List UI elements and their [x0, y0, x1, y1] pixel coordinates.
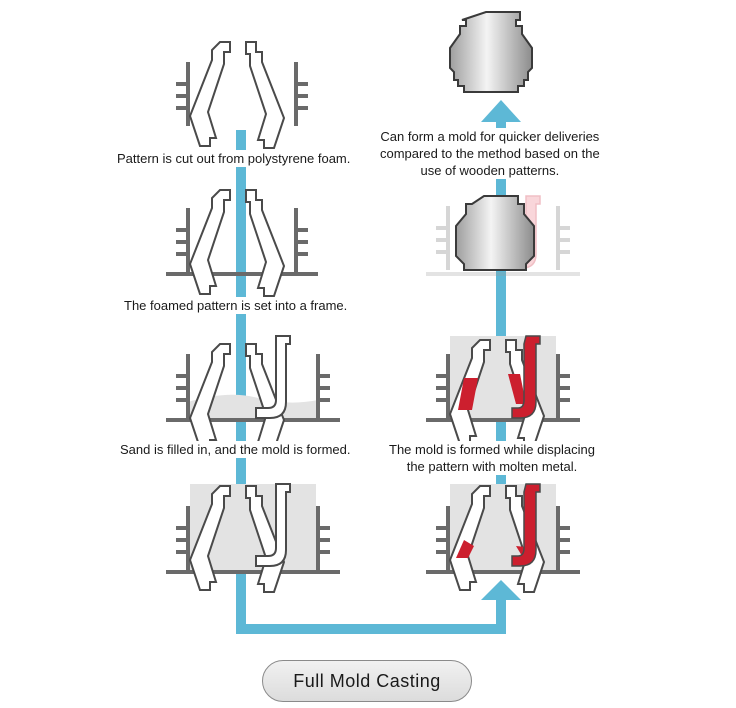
step-mold-formed-illustration: [166, 483, 340, 593]
finished-casting-icon: [449, 11, 533, 93]
caption-result-line3: use of wooden patterns.: [420, 163, 560, 178]
cast-part-in-frame-icon: [455, 195, 535, 271]
diagram-title: Full Mold Casting: [262, 660, 472, 702]
flow-arrowhead-upper: [481, 100, 521, 122]
caption-pour-metal-line1: The mold is formed while displacing: [389, 442, 595, 457]
caption-set-frame: The foamed pattern is set into a frame.: [121, 297, 351, 314]
caption-result-line1: Can form a mold for quicker deliveries: [380, 129, 600, 144]
step-pour-metal-high-illustration: [426, 335, 580, 447]
caption-pour-metal-line2: the pattern with molten metal.: [406, 459, 578, 474]
step-pour-metal-low-illustration: [426, 483, 580, 593]
caption-result-line2: compared to the method based on the: [380, 146, 600, 161]
caption-result: Can form a mold for quicker deliveries c…: [377, 128, 603, 179]
step-fill-sand-illustration: [166, 335, 340, 451]
right-flow-line-lower: [496, 596, 506, 634]
left-flow-line: [236, 130, 246, 634]
caption-pour-metal: The mold is formed while displacing the …: [386, 441, 598, 475]
bottom-flow-line: [236, 624, 506, 634]
step-set-frame-illustration: [166, 189, 318, 297]
flow-arrowhead-lower: [481, 580, 521, 600]
caption-fill-sand: Sand is filled in, and the mold is forme…: [117, 441, 354, 458]
caption-cut-pattern: Pattern is cut out from polystyrene foam…: [114, 150, 354, 167]
